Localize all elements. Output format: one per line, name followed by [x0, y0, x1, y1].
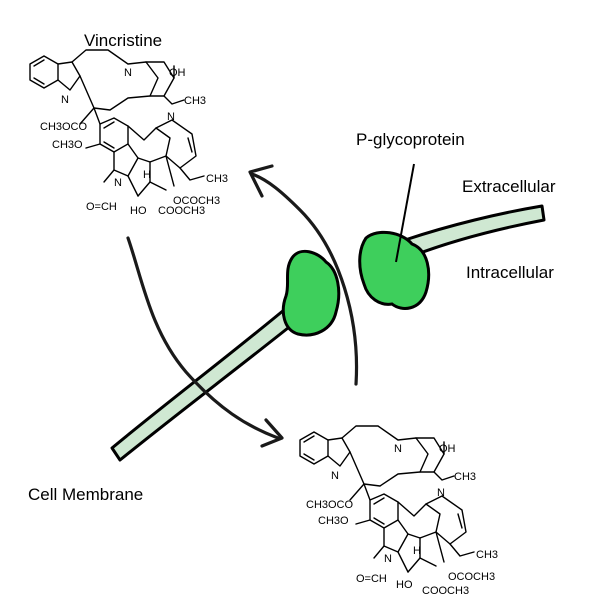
atom-label-nh: N — [331, 470, 339, 482]
atom-label-nh: N — [61, 94, 69, 106]
atom-label-oh: OH — [439, 443, 456, 455]
vincristine-structure-top: N N OH CH3 CH3OCO CH3O N N H CH3 O=CH HO… — [29, 49, 228, 217]
atom-label-ococh3: OCOCH3 — [173, 195, 220, 207]
cell-membrane-lower — [110, 303, 300, 462]
atom-label-ch3-2: CH3 — [206, 173, 228, 185]
atom-label-ococh3: OCOCH3 — [448, 571, 495, 583]
intracellular-label: Intracellular — [466, 263, 554, 282]
p-glycoprotein-label: P-glycoprotein — [356, 130, 465, 149]
atom-label-ch3: CH3 — [454, 471, 476, 483]
atom-label-h: H — [413, 545, 421, 557]
vincristine-structure-bottom: N N OH CH3 CH3OCO CH3O N N H CH3 O=CH HO… — [299, 425, 498, 597]
influx-arrowhead — [260, 418, 284, 448]
efflux-arrowhead — [248, 164, 274, 198]
atom-label-ho: HO — [396, 579, 413, 591]
cell-membrane-label: Cell Membrane — [28, 485, 143, 504]
atom-label-och: O=CH — [86, 201, 117, 213]
extracellular-label: Extracellular — [462, 177, 556, 196]
atom-label-oh: OH — [169, 67, 186, 79]
atom-label-n3: N — [384, 553, 392, 565]
atom-label-ch3o: CH3O — [52, 139, 83, 151]
p-glycoprotein-pointer-line — [395, 163, 415, 263]
p-glycoprotein-right-half — [358, 230, 431, 310]
atom-label-n: N — [394, 443, 402, 455]
atom-label-n3: N — [114, 177, 122, 189]
efflux-arrow — [250, 172, 359, 386]
atom-label-ch3oco: CH3OCO — [40, 121, 88, 133]
atom-label-coo-ch3: COOCH3 — [158, 205, 205, 217]
cell-membrane-upper — [403, 204, 546, 258]
atom-label-coo-ch3: COOCH3 — [422, 585, 469, 597]
atom-label-och: O=CH — [356, 573, 387, 585]
atom-label-ch3-2: CH3 — [476, 549, 498, 561]
atom-label-h: H — [143, 169, 151, 181]
influx-arrow — [126, 236, 280, 440]
atom-label-ch3oco: CH3OCO — [306, 499, 354, 511]
atom-label-ch3: CH3 — [184, 95, 206, 107]
atom-label-ho: HO — [130, 205, 147, 217]
atom-label-ch3o: CH3O — [318, 515, 349, 527]
vincristine-label: Vincristine — [84, 31, 162, 50]
atom-label-n: N — [124, 67, 132, 79]
atom-label-n2: N — [437, 487, 445, 499]
atom-label-n2: N — [167, 111, 175, 123]
p-glycoprotein-left-half — [281, 249, 341, 337]
